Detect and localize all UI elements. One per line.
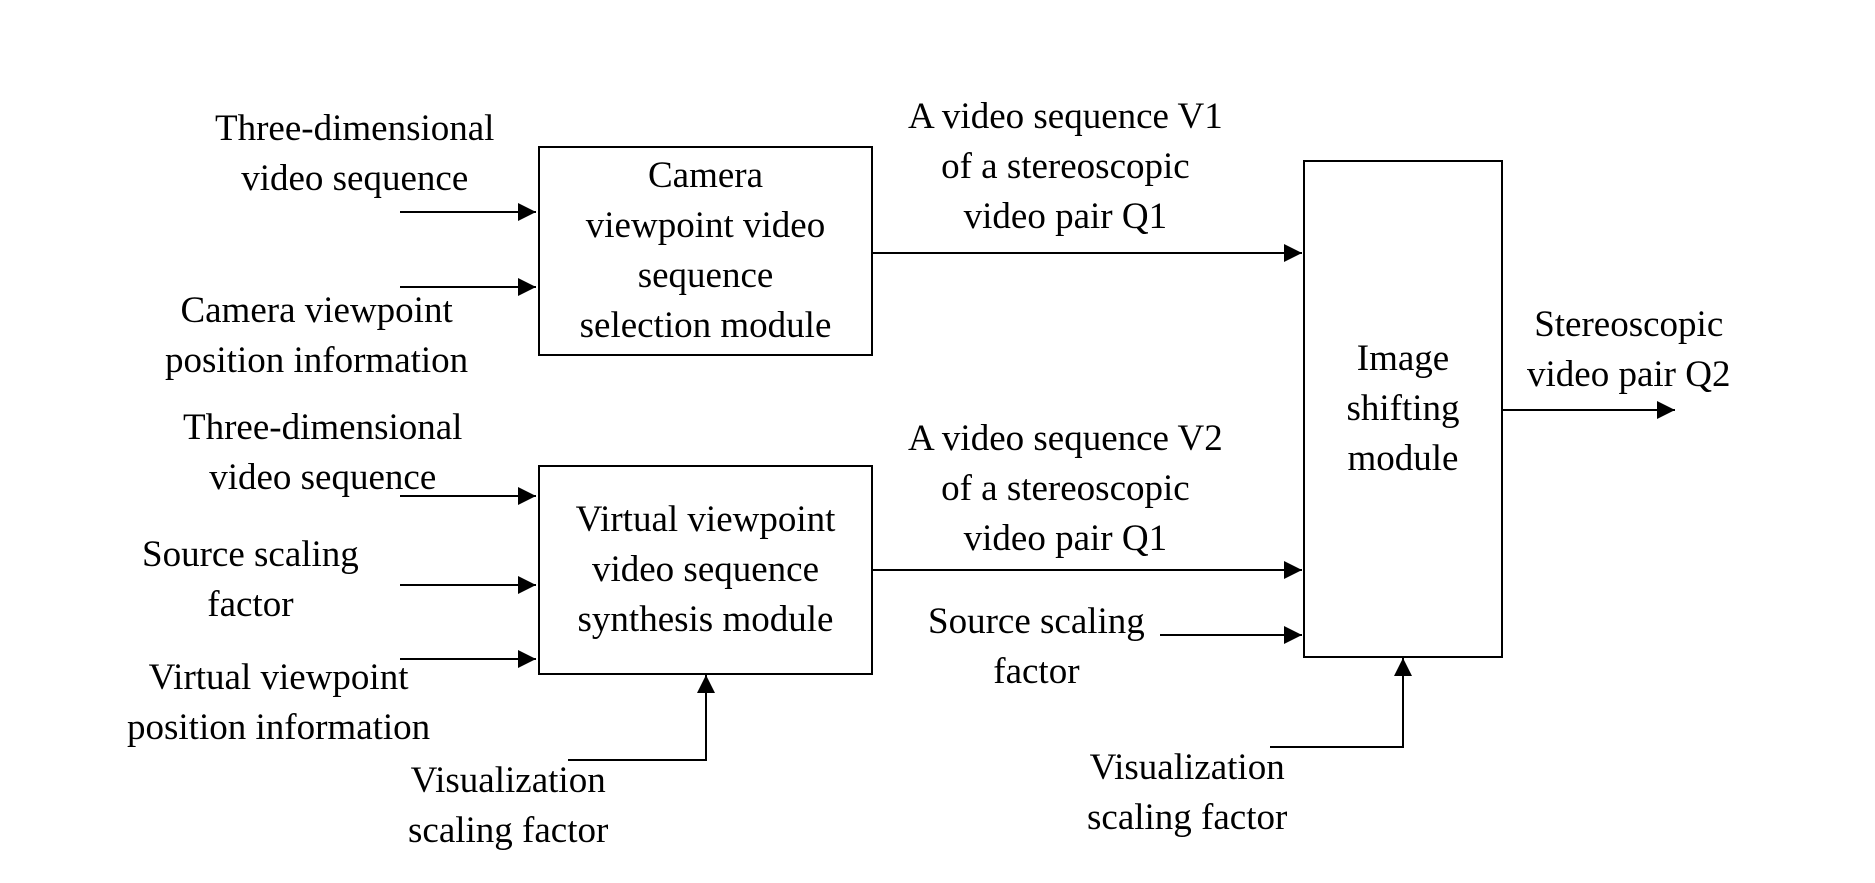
label-v1: A video sequence V1 of a stereoscopic vi…	[908, 92, 1223, 242]
arrow-virtual-visualization	[568, 675, 706, 760]
label-virtual-visualization-scaling: Visualization scaling factor	[408, 756, 608, 856]
virtual-synthesis-module: Virtual viewpoint video sequence synthes…	[538, 465, 873, 675]
label-virtual-source-scaling: Source scaling factor	[142, 530, 359, 630]
virtual-synthesis-module-label: Virtual viewpoint video sequence synthes…	[576, 495, 836, 645]
label-shift-source-scaling: Source scaling factor	[928, 597, 1145, 697]
label-output: Stereoscopic video pair Q2	[1527, 300, 1730, 400]
image-shifting-module: Image shifting module	[1303, 160, 1503, 658]
label-shift-visualization-scaling: Visualization scaling factor	[1087, 743, 1287, 843]
camera-selection-module-label: Camera viewpoint video sequence selectio…	[580, 151, 832, 351]
camera-selection-module: Camera viewpoint video sequence selectio…	[538, 146, 873, 356]
arrow-shift-visualization	[1270, 658, 1403, 747]
image-shifting-module-label: Image shifting module	[1346, 334, 1459, 484]
label-virtual-3d-video: Three-dimensional video sequence	[183, 403, 462, 503]
label-camera-position: Camera viewpoint position information	[165, 286, 468, 386]
label-v2: A video sequence V2 of a stereoscopic vi…	[908, 414, 1223, 564]
label-camera-3d-video: Three-dimensional video sequence	[215, 104, 494, 204]
label-virtual-position: Virtual viewpoint position information	[127, 653, 430, 753]
